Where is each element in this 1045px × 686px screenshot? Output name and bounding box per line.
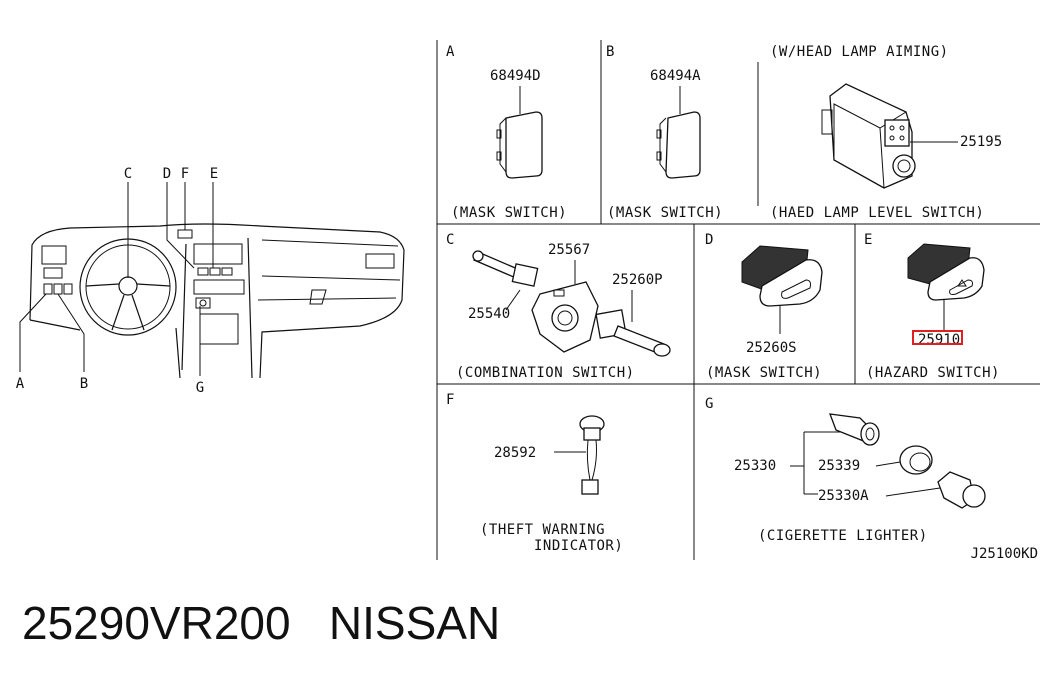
panel-f-caption-line1: (THEFT WARNING bbox=[480, 522, 605, 538]
panel-f-caption-line2: INDICATOR) bbox=[534, 538, 623, 554]
panel-g: G 25330 25339 25330A (CIGERETTE LIGHTER) bbox=[705, 396, 986, 544]
mask-switch-d-icon bbox=[759, 259, 823, 307]
panel-c-caption: (COMBINATION SWITCH) bbox=[456, 365, 635, 381]
footer-brand: NISSAN bbox=[328, 597, 501, 649]
panel-g-part-25330a: 25330A bbox=[818, 488, 869, 504]
panel-headlamp-caption: (HAED LAMP LEVEL SWITCH) bbox=[770, 205, 984, 221]
callout-c: C bbox=[124, 166, 132, 182]
panel-a-part: 68494D bbox=[490, 68, 541, 84]
part-highlight-box bbox=[912, 330, 963, 345]
panel-c-part-25567: 25567 bbox=[548, 242, 590, 258]
headlamp-level-switch-icon bbox=[829, 83, 913, 189]
panel-b-part: 68494A bbox=[650, 68, 701, 84]
panel-c-part-25540: 25540 bbox=[468, 306, 510, 322]
panel-headlamp-part: 25195 bbox=[960, 134, 1002, 150]
diagram-code: J25100KD bbox=[971, 546, 1038, 562]
panel-a-letter: A bbox=[446, 44, 455, 60]
panel-d-caption: (MASK SWITCH) bbox=[706, 365, 822, 381]
callout-e: E bbox=[210, 166, 218, 182]
panel-c-part-25260p: 25260P bbox=[612, 272, 663, 288]
panel-a-caption: (MASK SWITCH) bbox=[451, 205, 567, 221]
callout-b: B bbox=[80, 376, 88, 392]
panel-b-letter: B bbox=[606, 44, 614, 60]
panel-a: A 68494D (MASK SWITCH) bbox=[446, 44, 567, 221]
panel-f-letter: F bbox=[446, 392, 454, 408]
footer-part-number: 25290VR200 bbox=[22, 597, 291, 649]
panel-d-letter: D bbox=[705, 232, 713, 248]
dashboard-overview: C D F E A B G bbox=[16, 166, 405, 396]
panel-e: E 25910 (HAZARD SWITCH) bbox=[864, 232, 1000, 381]
panel-f-part: 28592 bbox=[494, 445, 536, 461]
callout-a: A bbox=[16, 376, 25, 392]
hazard-switch-icon bbox=[927, 257, 985, 301]
mask-switch-b-icon bbox=[665, 111, 701, 179]
panel-e-letter: E bbox=[864, 232, 872, 248]
panel-g-part-25339: 25339 bbox=[818, 458, 860, 474]
panel-b-caption: (MASK SWITCH) bbox=[607, 205, 723, 221]
panel-e-caption: (HAZARD SWITCH) bbox=[866, 365, 1000, 381]
panel-headlamp: (W/HEAD LAMP AIMING) 25195 (HAED LAMP LE… bbox=[770, 44, 1002, 221]
panel-e-part: 25910 bbox=[918, 332, 960, 348]
panel-c: C 25567 25260P 25540 (COMBINATION SWITCH… bbox=[446, 232, 671, 381]
panel-headlamp-header: (W/HEAD LAMP AIMING) bbox=[770, 44, 949, 60]
panel-f: F 28592 (THEFT WARNING INDICATOR) bbox=[446, 392, 623, 554]
lighter-ring-icon bbox=[899, 445, 933, 475]
callout-g: G bbox=[196, 380, 204, 396]
panel-d-part: 25260S bbox=[746, 340, 797, 356]
panel-b: B 68494A (MASK SWITCH) bbox=[606, 44, 723, 221]
panel-g-caption: (CIGERETTE LIGHTER) bbox=[758, 528, 928, 544]
panel-g-letter: G bbox=[705, 396, 713, 412]
panel-c-letter: C bbox=[446, 232, 454, 248]
footer-title: 25290VR200 NISSAN bbox=[22, 596, 500, 650]
callout-d: D bbox=[163, 166, 171, 182]
callout-f: F bbox=[181, 166, 189, 182]
panel-grid bbox=[436, 40, 1040, 560]
mask-switch-a-icon bbox=[505, 111, 543, 179]
panel-g-part-25330: 25330 bbox=[734, 458, 776, 474]
panel-d: D 25260S (MASK SWITCH) bbox=[705, 232, 823, 381]
